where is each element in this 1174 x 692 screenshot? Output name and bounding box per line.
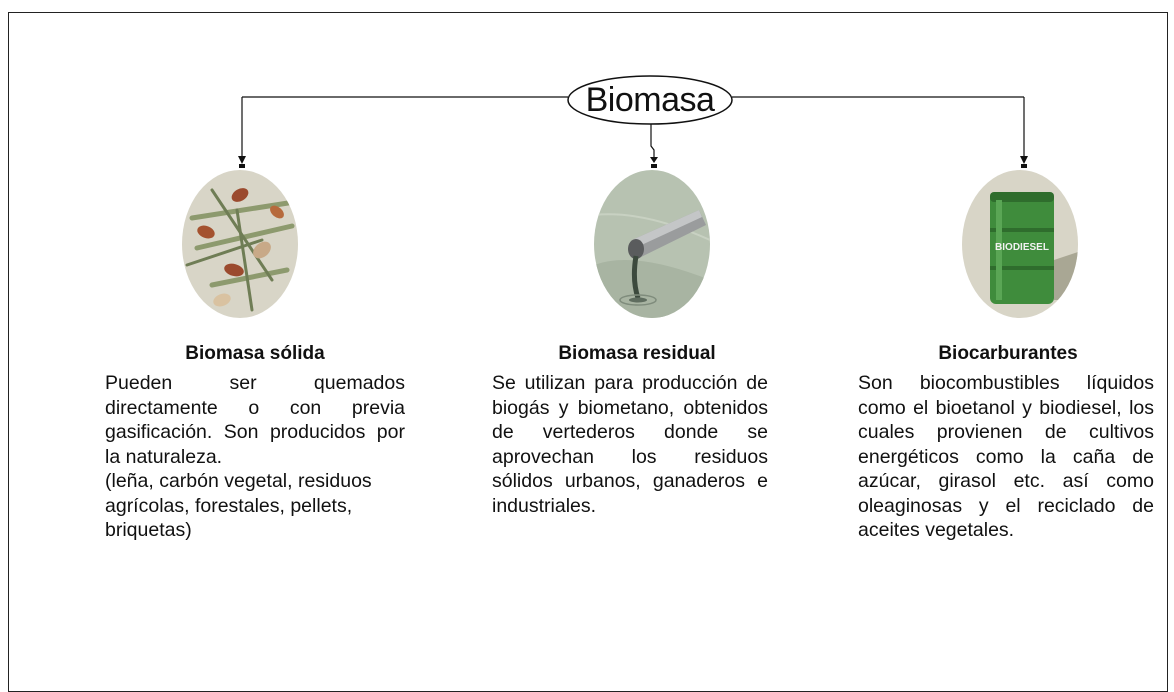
arrowhead-center [650, 157, 658, 163]
anchor-right [1021, 164, 1027, 168]
barrel-label: BIODIESEL [995, 242, 1049, 253]
branch-description-residual: Se utilizan para producción de biogás y … [492, 372, 768, 517]
anchor-left [239, 164, 245, 168]
leaves-branches-icon [182, 170, 298, 318]
waste-pipe-icon [594, 170, 710, 318]
root-ellipse [567, 75, 733, 125]
branch-examples-solid: (leña, carbón vegetal, residuos agrícola… [105, 470, 372, 541]
branch-title-biofuel: Biocarburantes [938, 343, 1078, 364]
branch-description-biofuel: Son biocombustibles líquidos como el bio… [858, 372, 1154, 541]
branch-description-solid: Pueden ser quemados directamente o con p… [105, 372, 405, 468]
arrowhead-left [238, 156, 246, 164]
root-node-label: Biomasa [585, 80, 715, 119]
biodiesel-barrel-icon: BIODIESEL [962, 170, 1078, 318]
branch-title-residual: Biomasa residual [558, 343, 716, 364]
arrowhead-right [1020, 156, 1028, 164]
branch-text-solid: Pueden ser quemados directamente o con p… [105, 371, 405, 543]
branch-title-solid: Biomasa sólida [185, 343, 325, 364]
connector-center-vertical [650, 124, 655, 160]
anchor-center [651, 164, 657, 168]
